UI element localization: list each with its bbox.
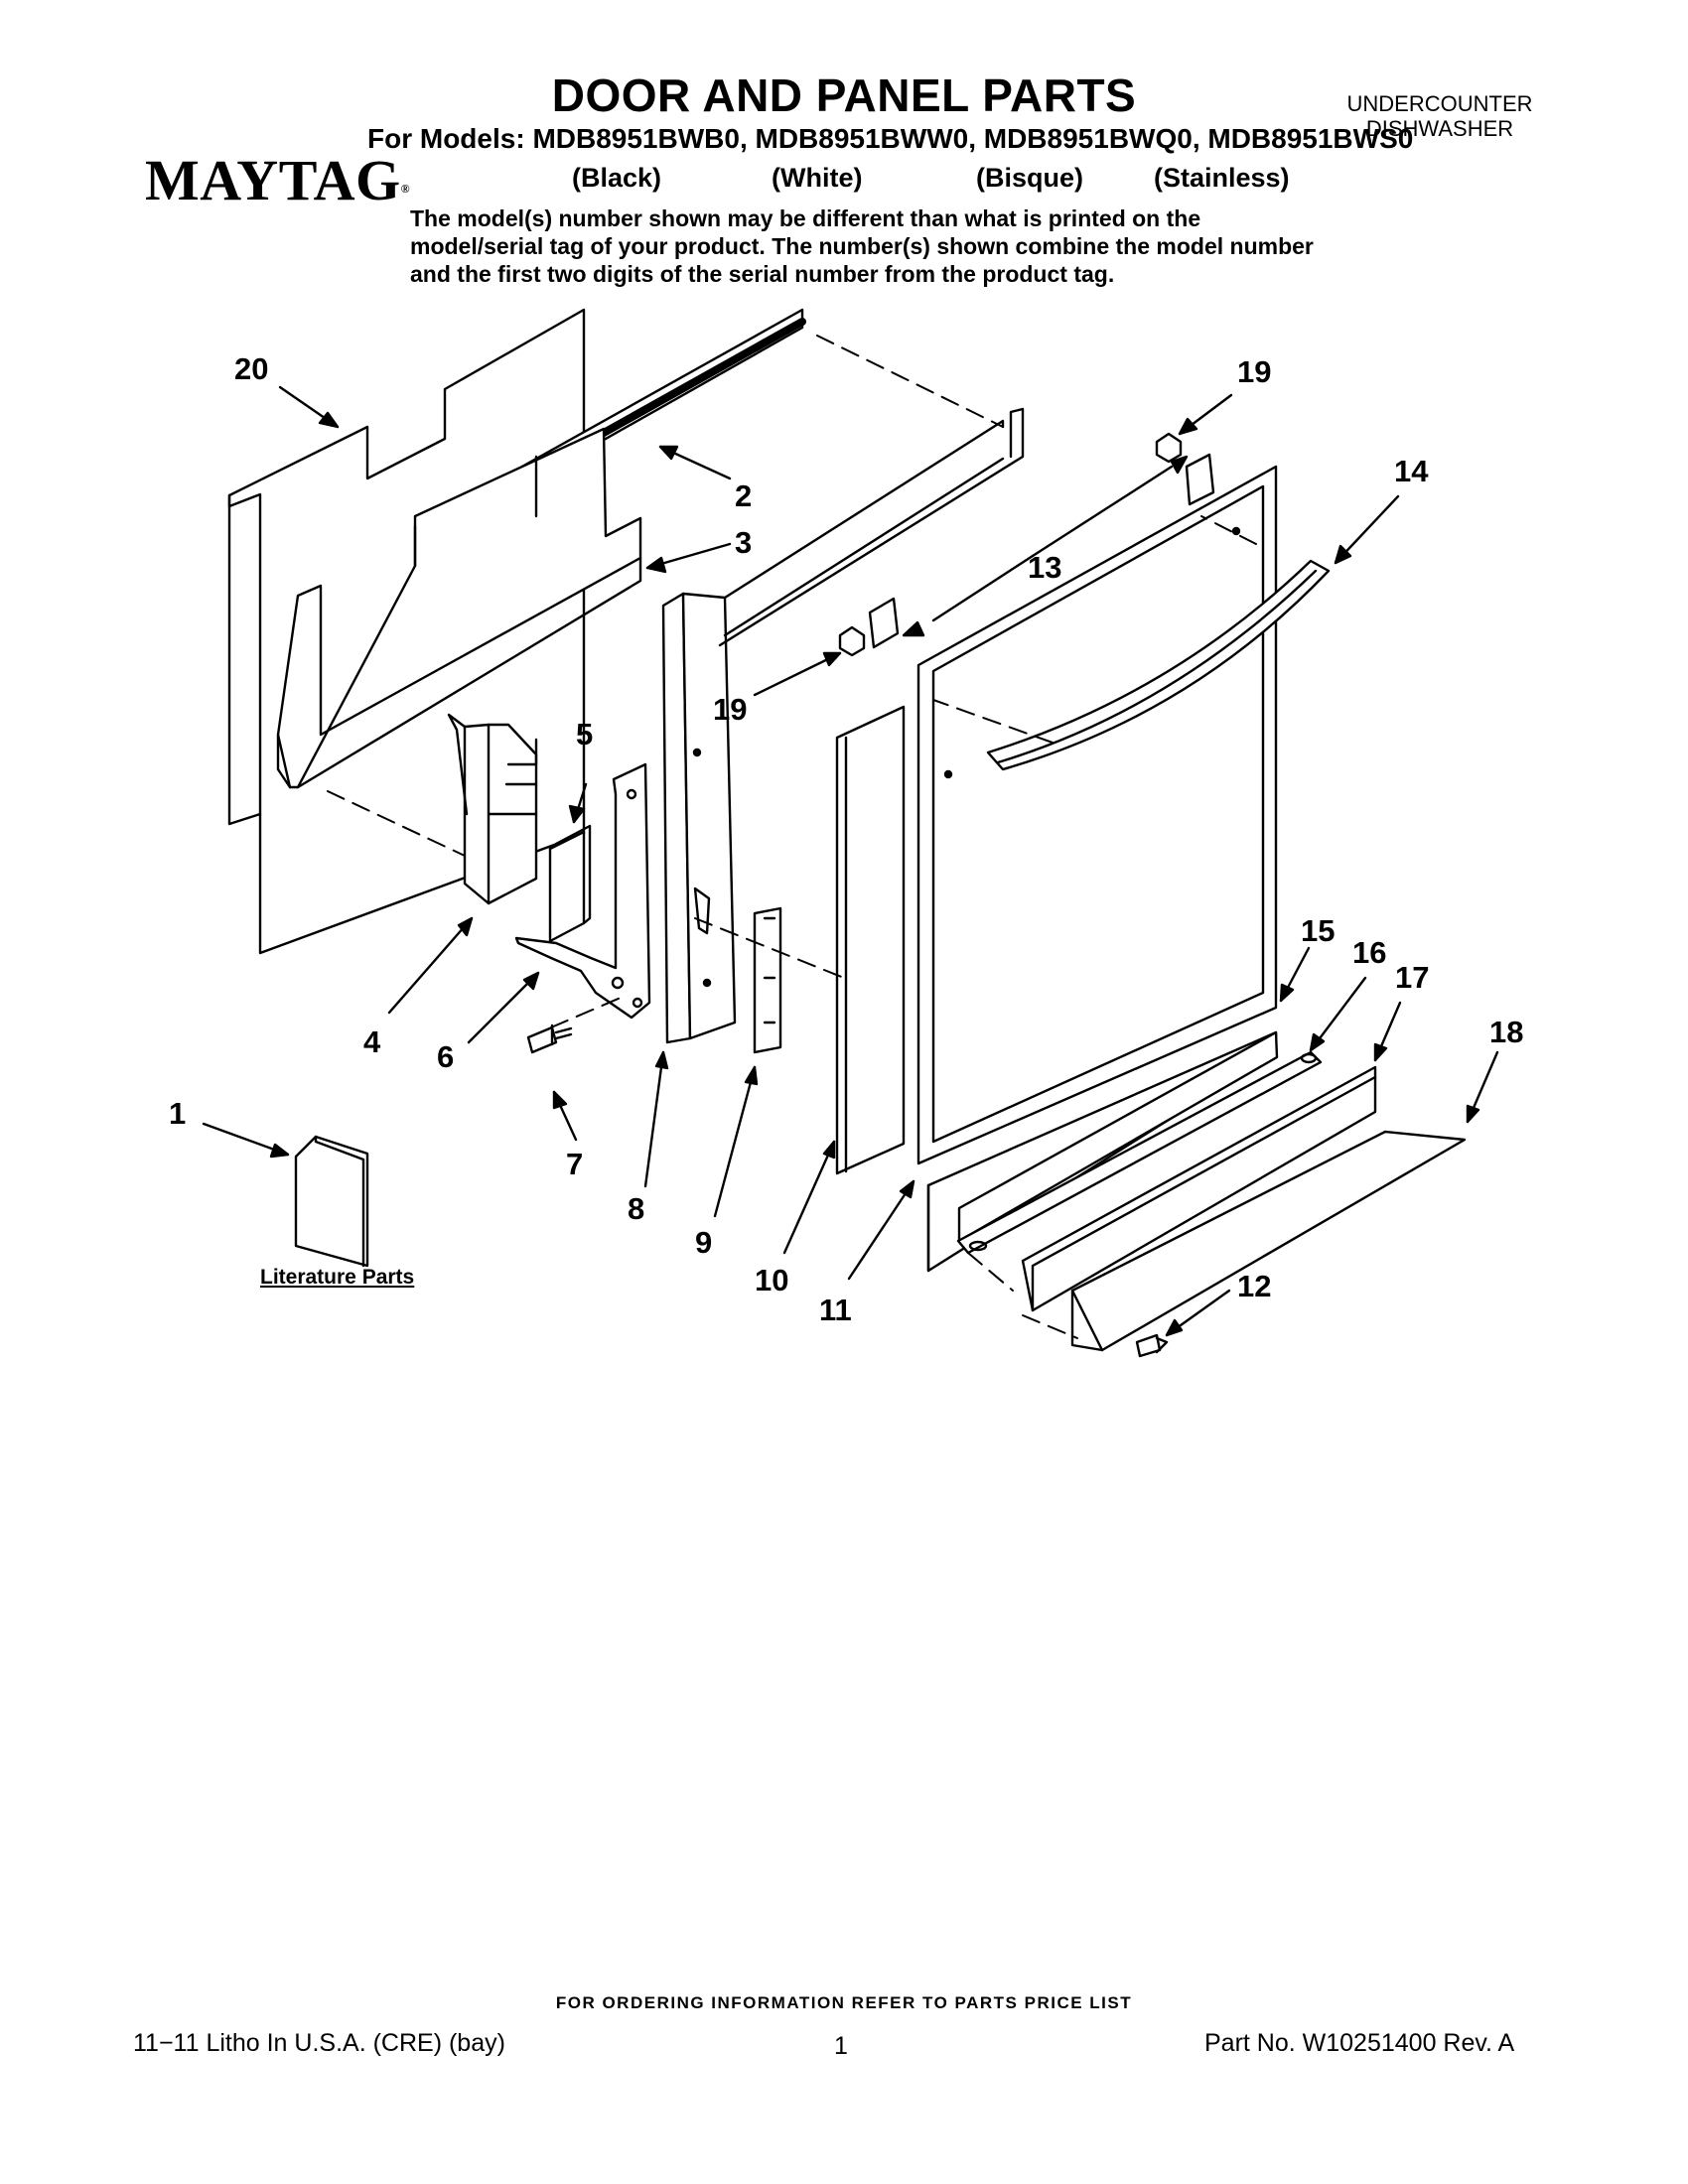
part-8-side-panel — [661, 407, 1025, 1044]
page-number: 1 — [834, 2032, 848, 2060]
model-notice: The model(s) number shown may be differe… — [410, 205, 1314, 287]
part-5-pad — [548, 824, 592, 943]
callout-20: 20 — [234, 351, 268, 386]
part-1-literature — [294, 1135, 369, 1268]
product-type-line1: UNDERCOUNTER — [1346, 91, 1533, 116]
litho-info: 11−11 Litho In U.S.A. (CRE) (bay) — [133, 2029, 505, 2057]
callout-14: 14 — [1394, 454, 1429, 488]
callout-4: 4 — [363, 1024, 381, 1059]
callout-10: 10 — [755, 1263, 788, 1297]
callout-5: 5 — [576, 717, 593, 751]
part-3-panel — [276, 427, 642, 789]
part-12-screw — [1135, 1333, 1169, 1358]
callout-8: 8 — [628, 1191, 644, 1226]
callout-13: 13 — [1028, 550, 1061, 585]
callout-15: 15 — [1301, 913, 1335, 948]
page-title: DOOR AND PANEL PARTS — [551, 69, 1137, 121]
part-7-screw — [526, 1024, 573, 1054]
models-line: For Models: MDB8951BWB0, MDB8951BWW0, MD… — [367, 123, 1414, 154]
callout-6: 6 — [437, 1039, 454, 1074]
callout-9: 9 — [695, 1225, 712, 1260]
product-type: UNDERCOUNTER DISHWASHER — [1321, 91, 1559, 141]
callout-16: 16 — [1352, 935, 1386, 970]
product-type-line2: DISHWASHER — [1365, 116, 1514, 141]
part-13-plates — [868, 453, 1215, 649]
part-18-toe-kick — [1070, 1130, 1467, 1352]
callout-19-left: 19 — [713, 692, 747, 727]
part-10-inner-panel — [835, 705, 906, 1175]
callout-2: 2 — [735, 478, 752, 513]
color-stainless: (Stainless) — [1154, 163, 1290, 193]
callout-12: 12 — [1237, 1269, 1271, 1303]
literature-parts-label: Literature Parts — [260, 1266, 415, 1289]
brand-logo: MAYTAG® — [145, 149, 410, 212]
part-4-bracket — [447, 713, 538, 905]
callout-7: 7 — [566, 1147, 583, 1181]
part-17-toe-bracket — [1021, 1065, 1377, 1312]
callout-17: 17 — [1395, 960, 1429, 995]
part-16-gasket — [956, 1050, 1323, 1255]
callout-18: 18 — [1489, 1015, 1523, 1049]
callout-1: 1 — [169, 1096, 186, 1131]
part-6-bracket — [514, 762, 651, 1020]
registered-mark: ® — [400, 182, 411, 196]
part-15-strip — [957, 1030, 1279, 1243]
part-14-handle — [986, 559, 1331, 771]
callout-leaders — [202, 385, 1499, 1337]
color-black: (Black) — [572, 163, 662, 193]
ordering-info: FOR ORDERING INFORMATION REFER TO PARTS … — [555, 1993, 1133, 2012]
callout-19-top: 19 — [1237, 354, 1271, 389]
brand-name: MAYTAG — [145, 148, 401, 212]
callout-3: 3 — [735, 525, 752, 560]
part-19-nuts — [838, 432, 1183, 657]
part-number: Part No. W10251400 Rev. A — [1204, 2029, 1515, 2057]
color-bisque: (Bisque) — [976, 163, 1083, 193]
callout-11: 11 — [819, 1293, 852, 1327]
part-9-hinge — [753, 906, 782, 1054]
color-white: (White) — [772, 163, 863, 193]
